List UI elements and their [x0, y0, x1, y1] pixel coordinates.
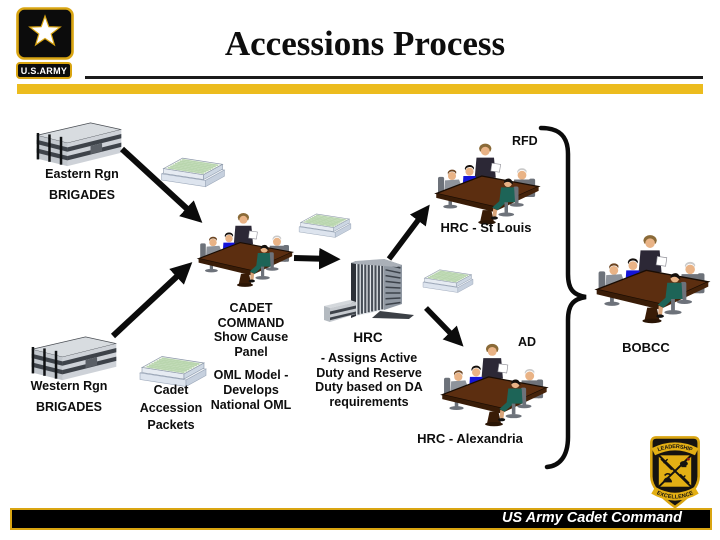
page-title: Accessions Process	[224, 24, 506, 63]
office-building-icon	[34, 120, 124, 170]
title-rule-gold	[17, 84, 703, 94]
ad-tag: AD	[518, 335, 537, 349]
army-logo-label: U.S.ARMY	[16, 62, 72, 79]
conference-table-icon	[427, 141, 547, 225]
eastern-line2: BRIGADES	[49, 188, 115, 202]
eastern-line1: Eastern Rgn	[45, 167, 119, 181]
cadet-command-l2: COMMAND	[217, 315, 285, 330]
svg-text:LEADERSHIP: LEADERSHIP	[657, 444, 693, 453]
arrow-icon	[424, 306, 464, 347]
cadet-command-l3: Show Cause	[213, 330, 289, 345]
cadet-command-l5: OML Model -	[213, 368, 289, 383]
army-star-logo-icon: U.S.ARMY	[16, 7, 76, 79]
footer-banner: US Army Cadet Command	[10, 508, 712, 530]
st-louis-caption: HRC - St Louis	[440, 220, 532, 235]
army-star-icon	[16, 7, 74, 60]
alexandria-caption: HRC - Alexandria	[417, 431, 523, 446]
paper-stack-icon	[156, 151, 230, 191]
bobcc-caption: BOBCC	[622, 340, 670, 355]
cadet-command-patch-icon: LEADERSHIP EXCELLENCE	[650, 436, 700, 509]
patch-top-word: LEADERSHIP	[657, 444, 693, 453]
western-line1: Western Rgn	[30, 379, 108, 393]
rfd-tag: RFD	[512, 134, 538, 148]
western-line2: BRIGADES	[36, 400, 102, 414]
arrow-icon	[386, 204, 430, 261]
western-brigade-label: Western Rgn BRIGADES	[13, 376, 125, 418]
title-rule-dark	[85, 76, 703, 79]
conference-table-icon	[436, 341, 552, 427]
hrc-desc-1: - Assigns Active	[320, 351, 418, 365]
hrc-desc-4: requirements	[329, 394, 409, 409]
skyscraper-icon	[320, 254, 420, 328]
cadet-command-l6: Develops	[223, 382, 279, 397]
cadet-command-label: CADET COMMAND Show Cause Panel OML Model…	[189, 301, 313, 412]
cadet-command-l4: Panel	[234, 344, 268, 359]
cadet-command-l1: CADET	[229, 301, 273, 315]
hrc-description: - Assigns Active Duty and Reserve Duty b…	[306, 351, 432, 409]
conference-table-icon	[590, 226, 714, 330]
patch-bottom-word: EXCELLENCE	[656, 490, 695, 500]
cadet-command-l7: National OML	[210, 397, 292, 412]
packets-line3: Packets	[147, 418, 195, 432]
eastern-brigade-label: Eastern Rgn BRIGADES	[26, 164, 138, 206]
hrc-desc-3: Duty based on DA	[315, 380, 423, 395]
hrc-desc-2: Duty and Reserve	[316, 365, 422, 380]
paper-stack-icon	[420, 264, 476, 296]
packets-line2: Accession	[139, 400, 203, 415]
conference-table-icon	[193, 206, 297, 292]
cadet-packets-label: Cadet Accession Packets	[123, 382, 219, 435]
paper-stack-icon	[296, 208, 354, 241]
packets-line1: Cadet	[153, 383, 189, 397]
hrc-name: HRC	[353, 330, 383, 345]
svg-text:EXCELLENCE: EXCELLENCE	[656, 490, 695, 500]
arrow-icon	[110, 262, 193, 339]
